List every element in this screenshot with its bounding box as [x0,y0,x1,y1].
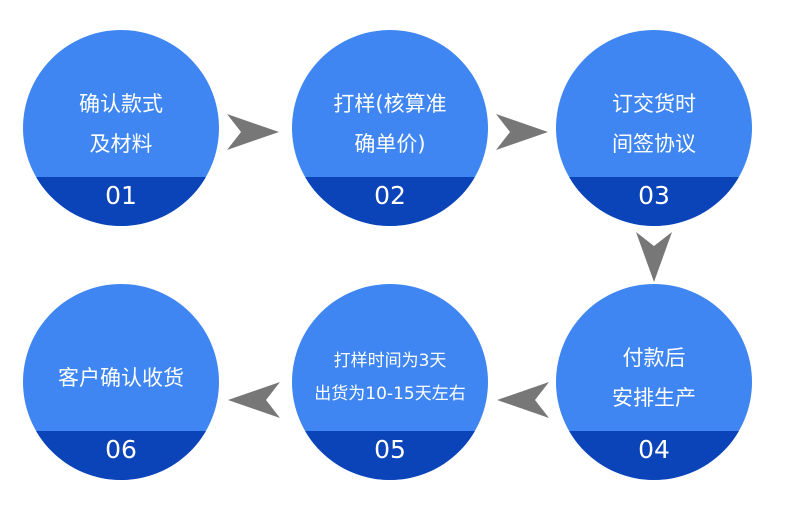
step-01-line-1: 确认款式 [79,92,163,116]
step-03-circle: 订交货时 间签协议 03 [556,30,752,226]
step-04-number: 04 [638,435,670,464]
step-03-band [556,177,752,226]
step-05-band [292,431,488,480]
step-02-band [292,177,488,226]
step-06-line-1: 客户确认收货 [58,366,184,390]
step-04-line-2: 安排生产 [612,386,696,410]
step-04-band [556,431,752,480]
arrow-down-icon [636,232,672,282]
step-01-band [23,177,219,226]
step-05-circle: 打样时间为3天 出货为10-15天左右 05 [292,284,488,480]
step-03-line-1: 订交货时 [612,92,696,116]
arrow-left-icon [228,382,280,418]
step-01-label: 确认款式 及材料 [37,76,205,172]
step-03-line-2: 间签协议 [612,132,696,156]
step-03-number: 03 [638,181,670,210]
step-03-label: 订交货时 间签协议 [570,76,738,172]
step-01-number: 01 [105,181,137,210]
step-05-number: 05 [374,435,406,464]
step-05-line-2: 出货为10-15天左右 [314,384,466,404]
step-06-circle: 客户确认收货 06 [23,284,219,480]
step-02-line-2: 确单价) [354,132,426,156]
arrow-right-icon [227,114,279,150]
arrow-right-icon [496,114,548,150]
step-02-number: 02 [374,181,406,210]
step-01-line-2: 及材料 [89,132,153,156]
step-02-label: 打样(核算准 确单价) [306,76,474,172]
step-05-line-1: 打样时间为3天 [333,351,447,371]
step-06-label: 客户确认收货 [37,330,205,426]
arrow-left-icon [497,382,549,418]
step-02-circle: 打样(核算准 确单价) 02 [292,30,488,226]
step-02-line-1: 打样(核算准 [333,92,447,116]
step-04-label: 付款后 安排生产 [570,330,738,426]
step-05-label: 打样时间为3天 出货为10-15天左右 [306,330,474,426]
step-06-number: 06 [105,435,137,464]
step-06-band [23,431,219,480]
step-04-circle: 付款后 安排生产 04 [556,284,752,480]
step-01-circle: 确认款式 及材料 01 [23,30,219,226]
step-04-line-1: 付款后 [622,346,686,370]
